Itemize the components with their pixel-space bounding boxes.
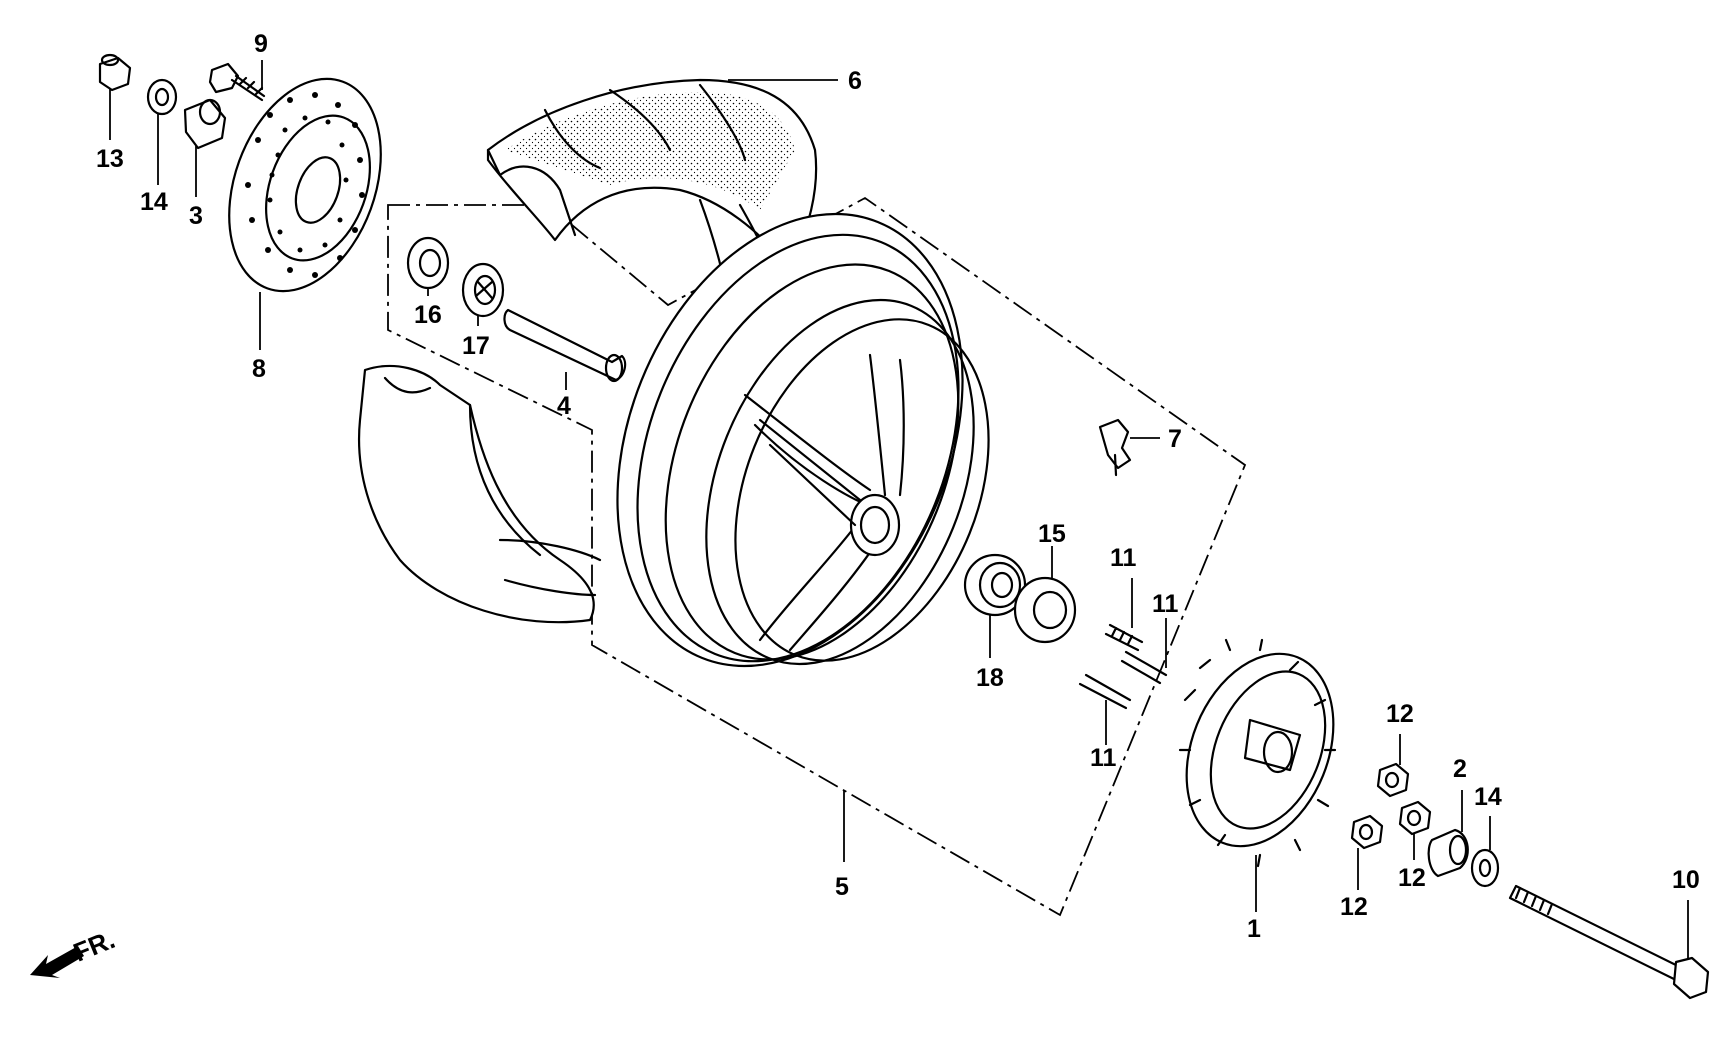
callout-16: 16 — [414, 301, 442, 329]
callout-labels: 13 14 3 9 8 6 16 17 4 7 15 18 11 11 11 5… — [96, 30, 1700, 943]
callout-3: 3 — [189, 202, 203, 230]
callout-11-a: 11 — [1110, 544, 1137, 572]
wheel-rim — [616, 212, 990, 668]
callout-18: 18 — [976, 664, 1004, 692]
callout-10: 10 — [1672, 866, 1700, 894]
callout-11-b: 11 — [1152, 590, 1179, 618]
callout-2: 2 — [1453, 755, 1467, 783]
callout-9: 9 — [254, 30, 268, 58]
direction-label: FR. — [69, 924, 119, 968]
callout-4: 4 — [557, 392, 571, 420]
collar-washer — [1427, 828, 1500, 888]
callout-5: 5 — [835, 873, 849, 901]
callout-17: 17 — [462, 332, 490, 360]
leader-lines — [109, 60, 1689, 960]
callout-12-a: 12 — [1386, 700, 1414, 728]
callout-1: 1 — [1247, 915, 1261, 943]
front-direction-arrow: FR. — [30, 924, 119, 978]
callout-7: 7 — [1168, 425, 1182, 453]
brake-disc — [228, 77, 382, 293]
callout-15: 15 — [1038, 520, 1066, 548]
callout-11-c: 11 — [1090, 744, 1117, 772]
callout-6: 6 — [848, 67, 862, 95]
sprocket — [1178, 638, 1337, 868]
bearings-lower — [963, 553, 1077, 644]
callout-12-c: 12 — [1340, 893, 1368, 921]
assembly-outline — [387, 196, 1247, 917]
disc-hardware — [98, 53, 266, 150]
callout-13: 13 — [96, 145, 124, 173]
callout-14-b: 14 — [1474, 783, 1502, 811]
callout-8: 8 — [252, 355, 266, 383]
bearings-upper — [406, 236, 627, 383]
sprocket-nuts — [1350, 762, 1432, 850]
studs — [1078, 623, 1168, 710]
valve — [1098, 418, 1132, 477]
tire — [357, 78, 818, 624]
callout-12-b: 12 — [1398, 864, 1426, 892]
axle-bolt — [1508, 884, 1710, 1000]
callout-14: 14 — [140, 188, 168, 216]
